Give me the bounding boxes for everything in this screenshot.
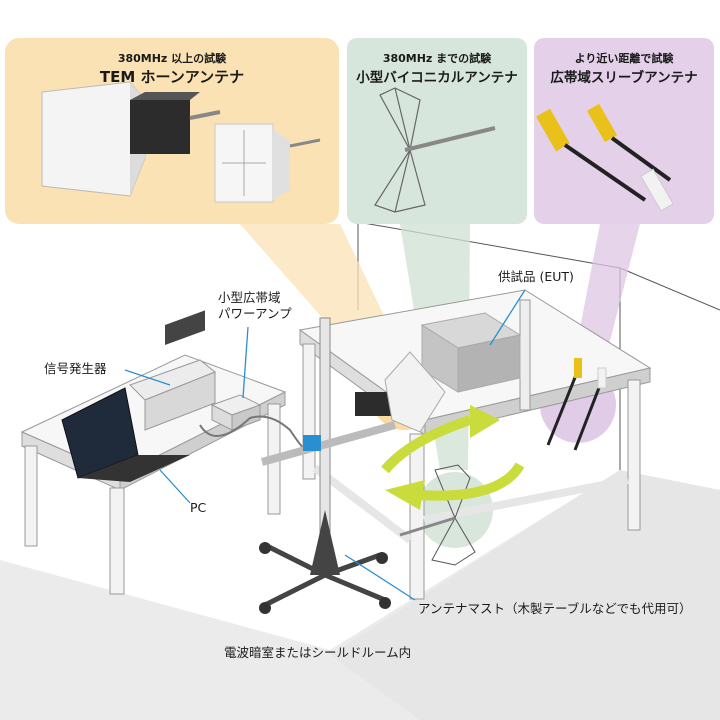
- antenna-mast: [259, 317, 397, 614]
- leader-amp: [242, 326, 249, 399]
- laptop: [61, 387, 190, 482]
- rotation-arrow-2-head: [385, 480, 425, 510]
- amp-label-line1: 小型広帯域: [218, 290, 281, 305]
- amplifier-device: [210, 394, 262, 431]
- panel-tem-subtitle: 380MHz 以上の試験: [117, 52, 227, 65]
- panel-biconical-title: 小型バイコニカルアンテナ: [356, 70, 518, 86]
- amp-label: 小型広帯域 パワーアンプ: [218, 290, 292, 322]
- leader-mast: [344, 554, 416, 601]
- leader-pc: [159, 469, 191, 504]
- tem-horn-large: [41, 81, 221, 197]
- wall-edge-2: [619, 267, 720, 311]
- panel-sleeve-title: 広帯域スリーブアンテナ: [550, 70, 698, 86]
- cable: [199, 415, 306, 451]
- panel-biconical-subtitle: 380MHz までの試験: [382, 52, 492, 65]
- room-label: 電波暗室またはシールドルーム内: [224, 645, 412, 660]
- leader-eut: [489, 289, 526, 346]
- eut-label: 供試品 (EUT): [498, 269, 574, 284]
- pc-label: PC: [190, 500, 207, 515]
- sleeve-panel-icon: [536, 103, 674, 212]
- panel-tem: 380MHz 以上の試験 TEM ホーンアンテナ: [5, 50, 339, 87]
- signal-generator-device: [129, 310, 216, 431]
- rotation-arrow-1-head: [470, 405, 500, 438]
- panel-tem-title: TEM ホーンアンテナ: [99, 68, 245, 86]
- amp-label-line2: パワーアンプ: [218, 306, 292, 321]
- sleeve-on-table: [546, 358, 607, 451]
- tem-horn-on-mast: [355, 351, 446, 433]
- rotation-arrow-1: [381, 415, 472, 474]
- mast-label: アンテナマスト（木製テーブルなどでも代用可）: [418, 601, 692, 616]
- panel-sleeve-subtitle: より近い距離で試験: [574, 52, 674, 65]
- rotation-arrow-2: [419, 462, 525, 501]
- panel-sleeve: より近い距離で試験 広帯域スリーブアンテナ: [534, 50, 714, 86]
- panel-biconical: 380MHz までの試験 小型バイコニカルアンテナ: [347, 50, 527, 86]
- back-floor: [330, 470, 720, 720]
- tem-horn-front: [214, 123, 321, 203]
- leader-generator: [124, 369, 171, 386]
- generator-label: 信号発生器: [44, 361, 107, 376]
- wall-edge-4: [357, 221, 621, 269]
- biconical-panel-icon: [374, 87, 496, 213]
